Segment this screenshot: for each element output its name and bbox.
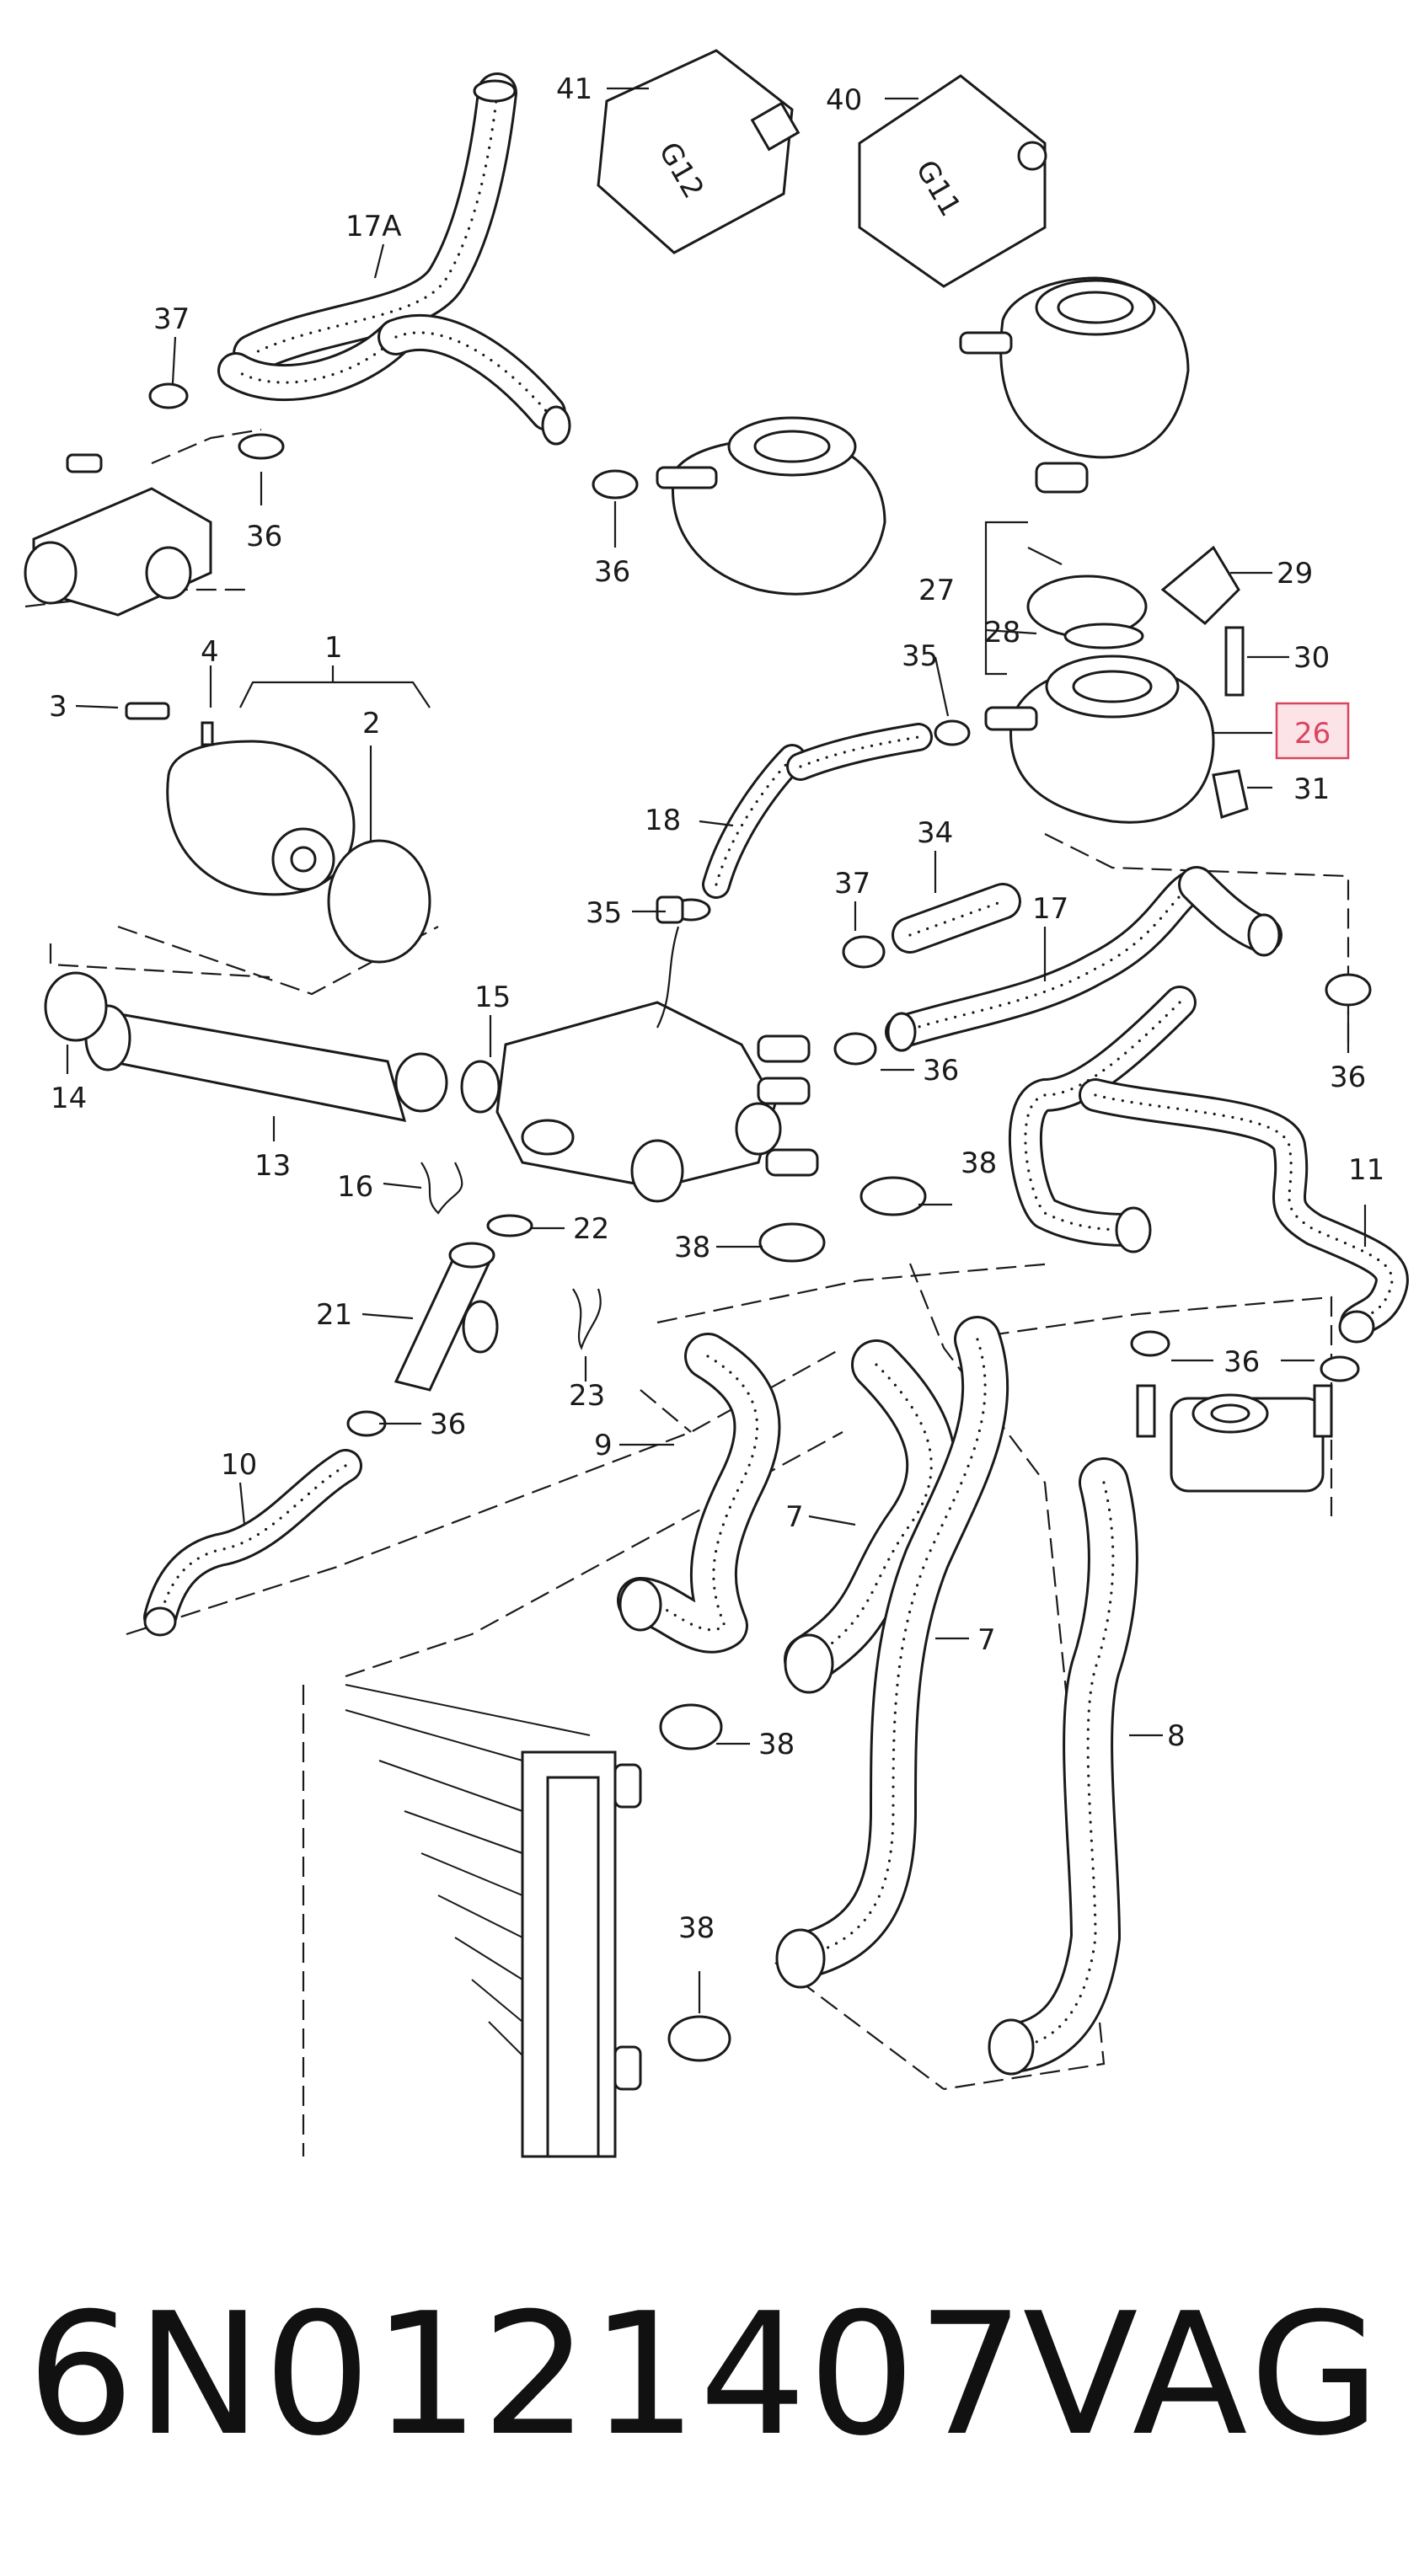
callout-37: 37 <box>153 302 190 336</box>
callout-36: 36 <box>923 1054 959 1088</box>
callout-2: 2 <box>362 707 381 740</box>
callout-36: 36 <box>594 555 630 589</box>
callout-38: 38 <box>674 1231 710 1264</box>
callout-8: 8 <box>1167 1719 1186 1753</box>
callout-17: 17 <box>1032 892 1068 926</box>
callout-17a: 17A <box>345 210 402 243</box>
expansion-tank-26 <box>984 575 1215 824</box>
callout-7: 7 <box>977 1623 996 1657</box>
callout-26: 26 <box>1294 717 1331 751</box>
leader-lines <box>66 87 1367 2013</box>
highlight-box-26 <box>1275 702 1350 760</box>
callout-10: 10 <box>221 1448 257 1482</box>
expansion-tank-mid <box>656 416 886 596</box>
callout-4: 4 <box>201 635 219 669</box>
callout-38: 38 <box>758 1728 795 1761</box>
callout-28: 28 <box>984 616 1020 649</box>
callout-40: 40 <box>826 83 862 117</box>
coolant-pipe-13 <box>44 971 448 1122</box>
coolant-system-exploded-diagram: G12 G11 <box>24 49 1409 2158</box>
callout-14: 14 <box>51 1082 87 1115</box>
oil-cooler <box>1136 1384 1333 1493</box>
callout-36: 36 <box>1330 1061 1366 1094</box>
callout-37: 37 <box>834 867 870 901</box>
callout-36: 36 <box>1224 1345 1260 1379</box>
callout-30: 30 <box>1293 641 1330 675</box>
hoses <box>143 72 1409 2072</box>
callout-27: 27 <box>918 574 955 607</box>
callout-22: 22 <box>573 1212 609 1246</box>
callout-36: 36 <box>246 520 282 553</box>
callout-38: 38 <box>678 1911 715 1945</box>
connector-parts <box>394 1162 602 1392</box>
callout-18: 18 <box>645 804 681 837</box>
callout-13: 13 <box>254 1149 291 1183</box>
callout-15: 15 <box>474 981 511 1014</box>
part-footer: 6N0121407 VAG <box>0 2274 1419 2527</box>
callout-31: 31 <box>1293 772 1330 806</box>
callout-38: 38 <box>961 1146 997 1180</box>
callout-21: 21 <box>316 1298 352 1332</box>
callout-35: 35 <box>902 639 938 673</box>
callout-9: 9 <box>594 1429 613 1462</box>
part-number: 6N0121407 <box>27 2277 1026 2473</box>
callout-35: 35 <box>586 896 622 930</box>
callout-11: 11 <box>1348 1153 1384 1187</box>
coolant-canister-g12: G12 <box>597 49 801 254</box>
callout-labels: 41 40 17A 37 36 36 29 27 28 30 35 26 31 … <box>49 72 1384 1945</box>
water-pump <box>125 702 431 964</box>
clamps <box>148 382 1372 2062</box>
callout-3: 3 <box>49 690 67 724</box>
callout-34: 34 <box>917 816 953 850</box>
brand-name: VAG <box>1022 2277 1385 2473</box>
coolant-flange <box>460 1001 819 1203</box>
coolant-canister-g11: G11 <box>858 74 1047 288</box>
expansion-tank-top <box>959 276 1190 494</box>
fittings-35 <box>656 895 684 1029</box>
callout-16: 16 <box>337 1170 373 1204</box>
callout-1: 1 <box>324 631 343 665</box>
callout-7: 7 <box>785 1500 804 1534</box>
callout-41: 41 <box>556 72 592 106</box>
radiator <box>345 1684 642 2158</box>
callout-29: 29 <box>1277 557 1313 591</box>
coolant-flange-top-left <box>24 453 212 617</box>
callout-23: 23 <box>569 1379 605 1413</box>
small-parts-right <box>1160 545 1249 819</box>
callout-36: 36 <box>430 1408 466 1441</box>
hose-ends <box>143 79 1375 2076</box>
